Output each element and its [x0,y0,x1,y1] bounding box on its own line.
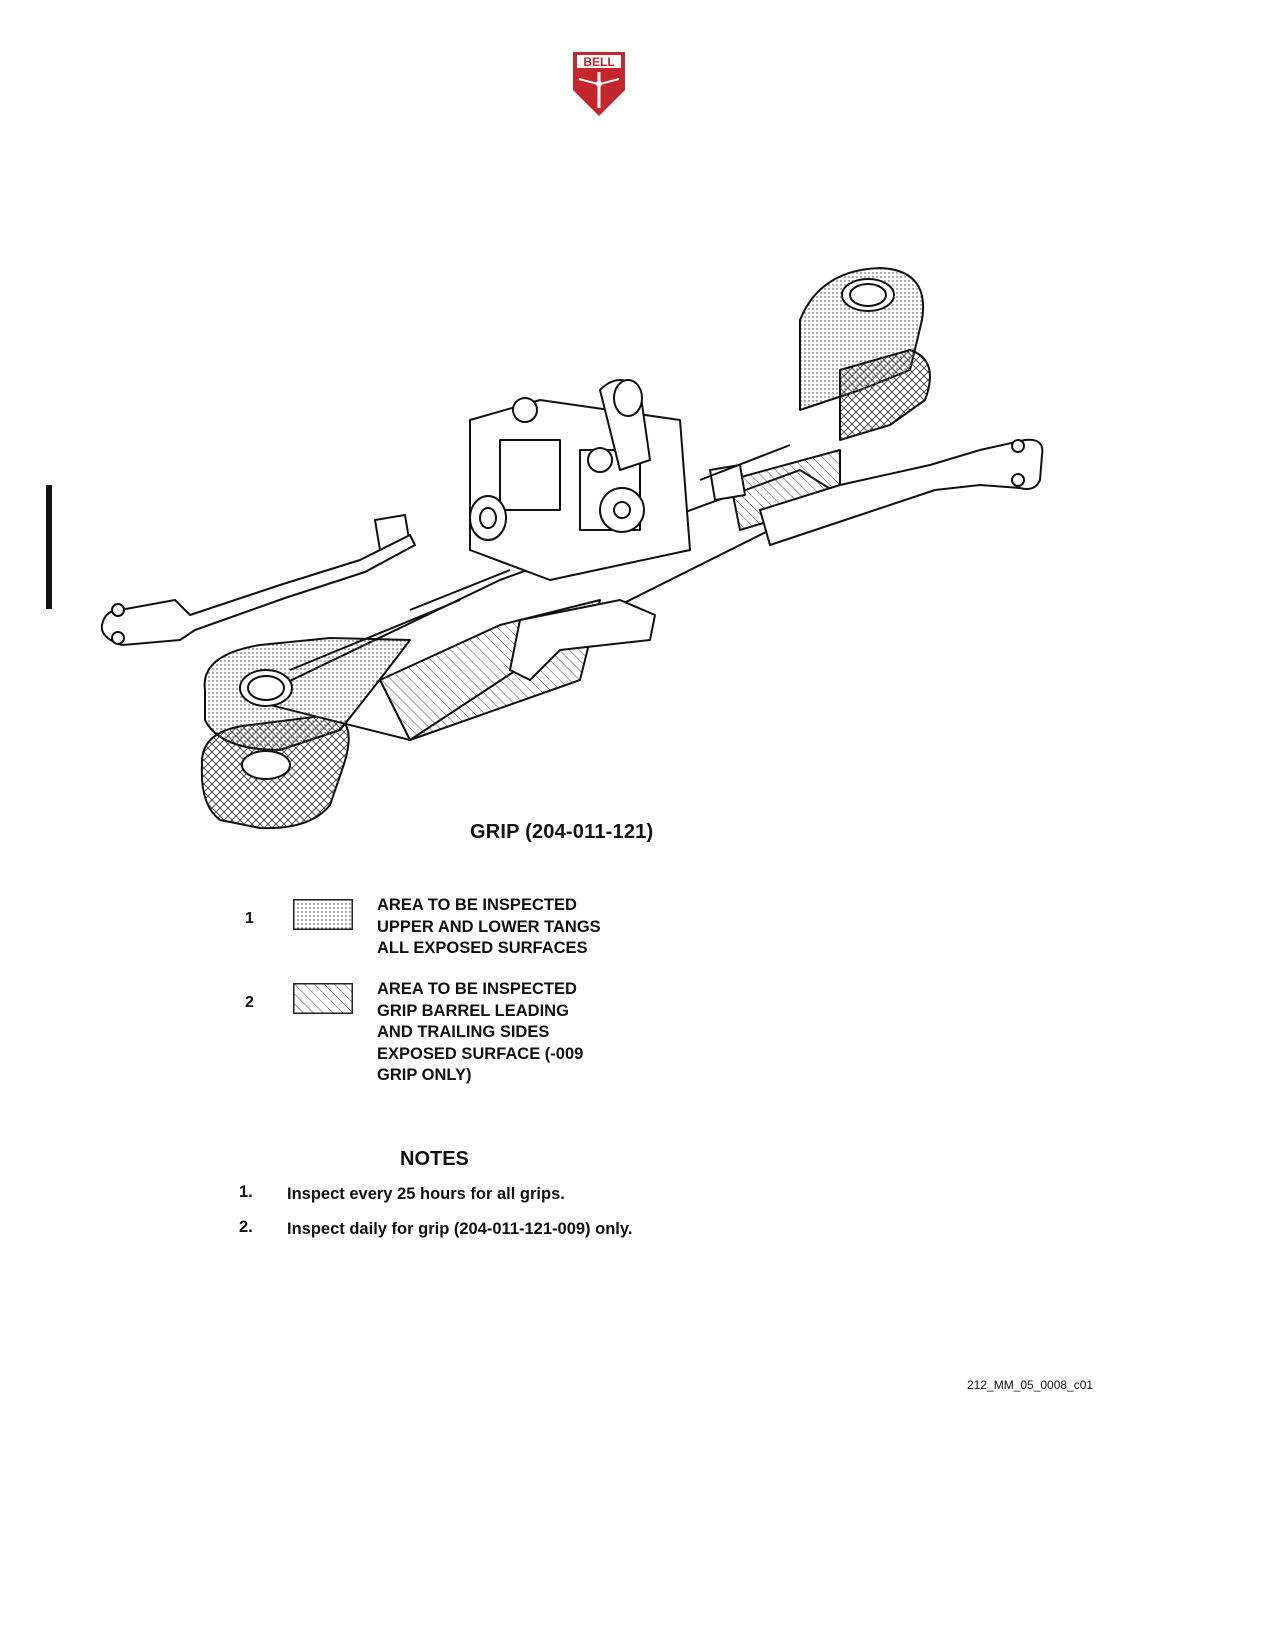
legend-line: EXPOSED SURFACE (-009 [377,1044,584,1063]
grip-illustration [100,267,1044,830]
legend-text: AREA TO BE INSPECTED GRIP BARREL LEADING… [377,979,583,1087]
figure-id: 212_MM_05_0008_c01 [967,1378,1094,1392]
legend-hatch-swatch [293,983,353,1014]
legend-line: GRIP ONLY) [377,1066,472,1084]
note-number: 1. [239,1183,253,1201]
note-text: Inspect daily for grip (204-011-121-009)… [287,1220,633,1238]
legend-line: AREA TO BE INSPECTED [377,896,577,914]
svg-text:BELL: BELL [583,55,614,69]
figure-title: GRIP (204-011-121) [470,821,654,843]
legend-text: AREA TO BE INSPECTED UPPER AND LOWER TAN… [377,895,601,960]
legend-line: ALL EXPOSED SURFACES [377,939,588,957]
legend-number: 2 [245,994,254,1011]
change-bar [46,485,52,609]
notes-heading: NOTES [400,1148,469,1170]
legend-line: UPPER AND LOWER TANGS [377,917,601,936]
legend-line: AND TRAILING SIDES [377,1023,550,1041]
bell-logo: BELL [573,52,625,116]
legend-line: GRIP BARREL LEADING [377,1001,569,1020]
note-number: 2. [239,1218,253,1236]
legend-line: AREA TO BE INSPECTED [377,980,577,998]
note-text: Inspect every 25 hours for all grips. [287,1185,565,1203]
legend-dots-swatch [293,899,353,930]
legend-number: 1 [245,910,254,927]
